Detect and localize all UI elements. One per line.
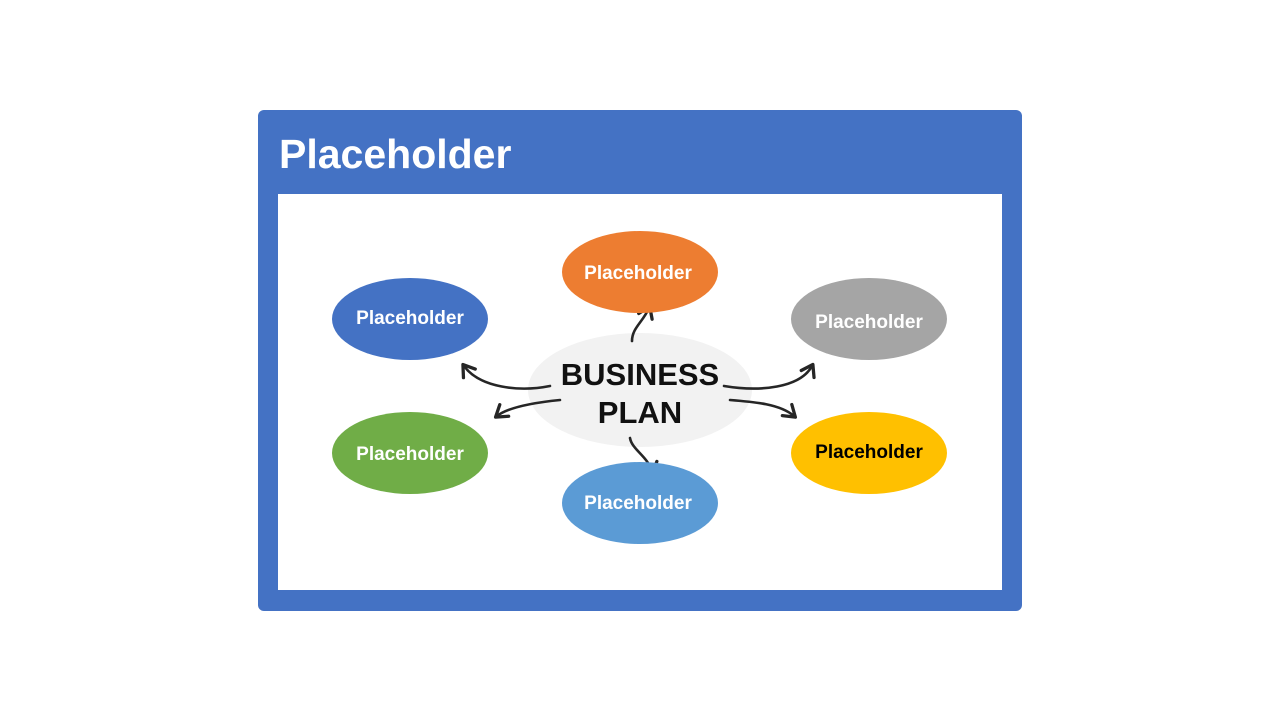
arrow-to-upper-right [722,362,816,390]
center-ellipse [528,333,752,447]
node-upper-right: Placeholder [791,278,947,360]
node-bottom-label: Placeholder [584,493,692,514]
node-lower-left: Placeholder [332,412,488,494]
node-top: Placeholder [562,231,718,313]
node-lower-right: Placeholder [791,412,947,494]
node-lower-left-label: Placeholder [356,444,464,465]
arrow-to-lower-left [493,398,562,419]
node-bottom-ellipse [562,462,718,544]
node-upper-left: Placeholder [332,278,488,360]
center-node: BUSINESS PLAN [528,333,752,447]
node-lower-left-ellipse [332,412,488,494]
node-bottom: Placeholder [562,462,718,544]
node-lower-right-ellipse [791,412,947,494]
node-upper-left-label: Placeholder [356,308,464,329]
arrow-to-lower-right [728,398,798,419]
arrow-to-upper-left [461,362,552,390]
node-top-label: Placeholder [584,263,692,284]
node-upper-left-ellipse [332,278,488,360]
node-upper-right-ellipse [791,278,947,360]
center-label-line2: PLAN [598,395,682,430]
node-lower-right-label: Placeholder [815,442,923,463]
node-top-ellipse [562,231,718,313]
slide-title: Placeholder [279,131,512,177]
node-upper-right-label: Placeholder [815,312,923,333]
center-label-line1: BUSINESS [561,357,719,392]
